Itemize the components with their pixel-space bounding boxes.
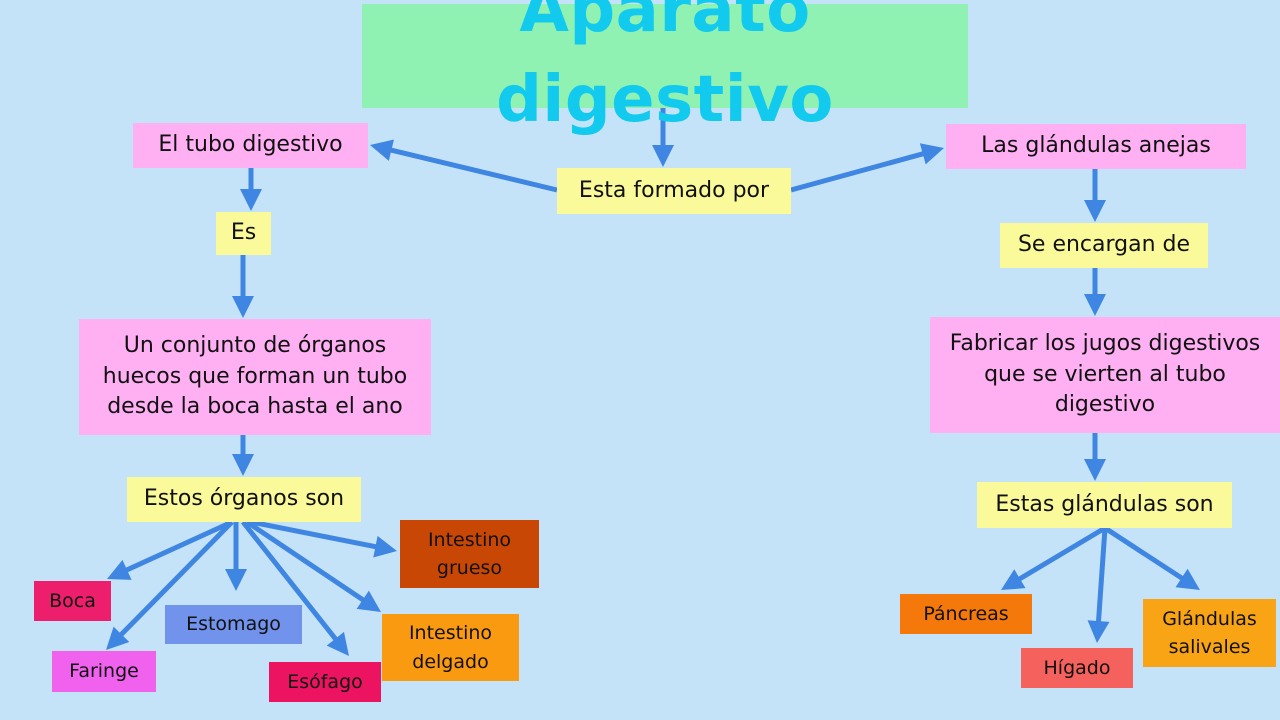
organ-estomago: Estomago [165,605,302,644]
arrow-es-to-desc [232,255,254,318]
arrow-list-to-pancreas-shaft [1016,525,1107,582]
arrow-list-to-higado-head [1087,620,1110,643]
arrow-organs-to-boca-shaft [124,519,234,573]
arrow-organs-to-faringe [106,520,234,650]
arrow-list-to-higado-shaft [1095,527,1108,624]
arrow-organs-to-boca [107,519,234,580]
arrow-tube-to-es [240,168,262,211]
arrow-list-to-salivales [1103,525,1200,590]
arrow-list-to-pancreas-head [1001,569,1026,590]
arrow-organs-to-estomago [225,522,247,591]
organ-esofago: Esófago [269,662,381,702]
gland-higado: Hígado [1021,648,1133,688]
arrow-title-to-center [652,108,674,167]
arrow-center-to-glands-head [919,143,944,165]
arrow-organs-to-esofago-shaft [241,520,339,642]
node-tubo-descripcion: Un conjunto de órganos huecos que forman… [79,319,431,435]
gland-pancreas: Páncreas [900,594,1032,634]
arrow-glands-to-encargan-head [1084,200,1106,222]
arrow-organs-to-delgado [245,519,381,612]
arrow-organs-to-esofago-head [326,631,349,656]
arrow-organs-to-grueso-head [373,535,397,558]
organ-intestino-grueso: Intestino grueso [400,520,539,588]
arrow-organs-to-delgado-shaft [245,519,366,603]
node-es: Es [216,212,271,255]
organ-faringe: Faringe [52,651,156,692]
arrow-tube-to-es-head [240,189,262,211]
map-title: Aparato digestivo [362,0,968,137]
node-estas-glandulas-son: Estas glándulas son [977,482,1232,528]
arrow-glands-to-encargan [1084,169,1106,222]
arrow-desc-to-organs-head [232,454,254,476]
arrow-center-to-glands-shaft [790,150,926,193]
arrow-center-to-glands [790,143,944,193]
node-glandulas-anejas: Las glándulas anejas [946,124,1246,169]
node-se-encargan-de: Se encargan de [1000,223,1208,268]
arrow-center-to-tube [370,139,558,193]
node-tubo-digestivo: El tubo digestivo [133,123,368,168]
arrow-organs-to-boca-head [107,559,132,580]
arrow-list-to-pancreas [1001,525,1107,590]
arrow-encargan-to-desc [1084,268,1106,316]
arrow-organs-to-esofago [241,520,349,656]
node-glandulas-descripcion: Fabricar los jugos digestivos que se vie… [930,317,1280,433]
arrow-list-to-higado [1087,527,1110,643]
arrow-center-to-tube-head [370,139,394,161]
arrow-title-to-center-head [652,145,674,167]
arrow-organs-to-delgado-head [356,590,381,612]
node-estos-organos-son: Estos órganos son [127,477,361,522]
organ-boca: Boca [34,581,111,621]
node-esta-formado-por: Esta formado por [557,168,791,214]
arrow-organs-to-grueso-shaft [250,519,378,550]
arrow-desc-to-list-head [1084,459,1106,481]
arrow-organs-to-faringe-shaft [118,520,234,638]
organ-intestino-delgado: Intestino delgado [382,614,519,681]
arrow-organs-to-grueso [250,519,397,558]
arrow-encargan-to-desc-head [1084,294,1106,316]
arrow-list-to-salivales-shaft [1103,525,1185,582]
arrow-center-to-tube-shaft [388,147,558,193]
arrow-list-to-salivales-head [1175,568,1200,590]
arrow-organs-to-estomago-head [225,569,247,591]
arrow-es-to-desc-head [232,296,254,318]
gland-salivales: Glándulas salivales [1143,599,1276,667]
arrow-organs-to-faringe-head [106,626,130,650]
arrow-desc-to-list [1084,428,1106,481]
